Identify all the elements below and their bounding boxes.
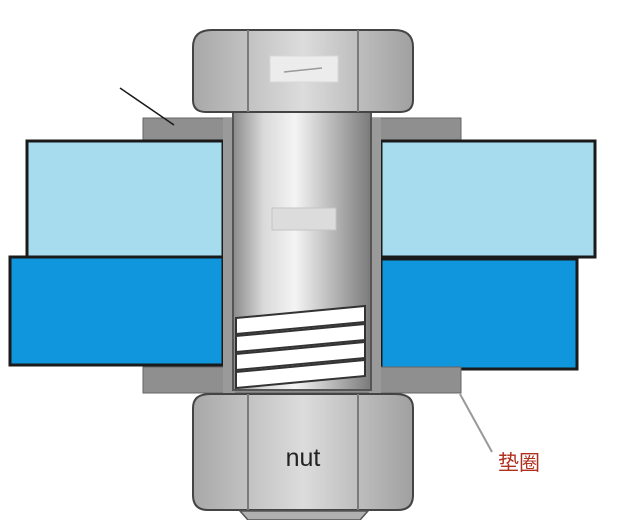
bolt-threads bbox=[235, 304, 366, 390]
upper-plate-left bbox=[25, 139, 225, 259]
thread-2 bbox=[235, 322, 366, 354]
thread-3 bbox=[235, 340, 366, 372]
upper-plate-right bbox=[379, 139, 597, 259]
bolt-head bbox=[192, 29, 414, 113]
thread-4 bbox=[235, 358, 366, 390]
top-washer-leader-line bbox=[119, 87, 175, 126]
thread-1 bbox=[235, 304, 366, 336]
lower-plate-left bbox=[8, 255, 225, 367]
head-label-placeholder bbox=[269, 55, 339, 83]
washer-label: 垫圈 bbox=[498, 451, 540, 475]
washer-leader-line bbox=[459, 393, 493, 453]
lower-plate-right bbox=[379, 257, 579, 371]
bolt-tail bbox=[238, 510, 370, 520]
nut-label: nut bbox=[286, 444, 321, 472]
nut: nut bbox=[192, 393, 414, 511]
shank-label-placeholder bbox=[271, 207, 337, 231]
